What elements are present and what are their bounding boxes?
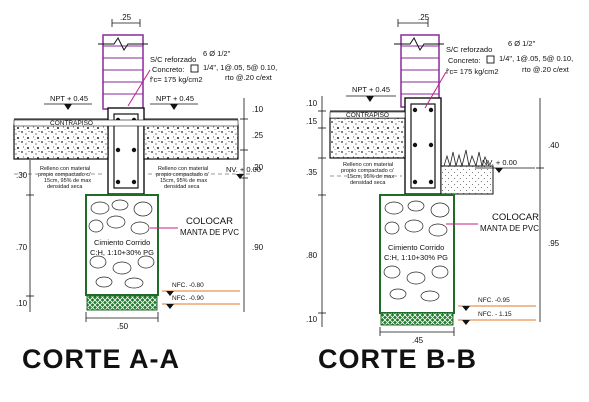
wall-width-dimension: .25	[120, 13, 132, 22]
strip-footing	[379, 194, 455, 326]
svg-text:Relleno con material: Relleno con material	[343, 162, 393, 168]
leader-line	[127, 69, 151, 107]
stirrup-spec: 1/4", 1@.05, 5@ 0.10,	[499, 54, 573, 63]
colocar-label: COLOCAR	[492, 212, 539, 223]
strip-footing	[85, 194, 159, 311]
level-marker-icon	[166, 291, 174, 296]
nfc1-label: NFC. -0.95	[478, 297, 510, 304]
svg-text:densidad seca: densidad seca	[47, 184, 83, 190]
stirrup-spacing: rto @.20 c/ext	[522, 65, 570, 74]
masonry-wall	[400, 34, 440, 108]
footing-width-dimension: .45	[412, 336, 424, 345]
masonry-wall	[102, 34, 144, 110]
footing-mix: C:H, 1:10+30% PG	[90, 248, 154, 257]
concrete-strength: f'c= 175 kg/cm2	[446, 67, 499, 76]
level-marker-icon	[366, 96, 374, 102]
svg-text:densidad seca: densidad seca	[350, 180, 386, 186]
stirrup-icon	[113, 113, 139, 189]
svg-text:.20: .20	[252, 163, 264, 172]
concrete-strength: f'c= 175 kg/cm2	[150, 75, 203, 84]
svg-text:.95: .95	[548, 239, 560, 248]
svg-text:.40: .40	[548, 141, 560, 150]
reinforcement-label: S/C reforzado	[446, 45, 492, 54]
section-a: .25 S/C reforzado 6 Ø 1/2" Concr	[13, 13, 277, 374]
contrapiso-label: CONTRAPISO	[50, 120, 93, 127]
section-title-a: CORTE A-A	[22, 344, 180, 374]
grass-icon	[443, 149, 490, 168]
reinforcement-label: S/C reforzado	[150, 55, 196, 64]
wall-width-dimension: .25	[418, 13, 430, 22]
nfc2-label: NFC. -0.90	[172, 295, 204, 302]
colocar-label: COLOCAR	[186, 216, 233, 227]
level-marker-icon	[64, 104, 72, 110]
stirrup-spacing: rto @.20 c/ext	[225, 73, 273, 82]
svg-text:.10: .10	[306, 99, 318, 108]
exterior-ground	[440, 165, 494, 195]
level-marker-icon	[236, 174, 244, 179]
npt-right-label: NPT + 0.45	[156, 94, 194, 103]
footing-name: Cimiento Corrido	[388, 243, 444, 252]
svg-text:15cm, 95% de max: 15cm, 95% de max	[347, 174, 394, 180]
svg-text:.10: .10	[306, 315, 318, 324]
section-cut-icon	[98, 37, 148, 51]
svg-text:.80: .80	[306, 251, 318, 260]
concrete-label: Concreto:	[448, 56, 481, 65]
svg-text:.90: .90	[252, 243, 264, 252]
stirrup-spec: 1/4", 1@.05, 5@ 0.10,	[203, 63, 277, 72]
reinforcement-bars: 6 Ø 1/2"	[508, 39, 536, 48]
section-title-b: CORTE B-B	[318, 344, 477, 374]
contrapiso-label: CONTRAPISO	[346, 112, 389, 119]
stirrup-icon	[410, 103, 436, 189]
reinforcement-bars: 6 Ø 1/2"	[203, 49, 231, 58]
concrete-label: Concreto:	[152, 65, 185, 74]
stirrup-icon	[190, 64, 199, 73]
level-marker-icon	[166, 304, 174, 309]
sobrecimiento	[404, 97, 442, 195]
svg-text:propio compactado c/: propio compactado c/	[156, 172, 209, 178]
level-marker-icon	[170, 104, 178, 110]
level-marker-icon	[462, 306, 470, 311]
level-marker-icon	[462, 320, 470, 325]
floor-slab-left	[13, 124, 109, 160]
footing-name: Cimiento Corrido	[94, 238, 150, 247]
manta-label: MANTA DE PVC	[480, 224, 539, 233]
svg-text:Relleno con material: Relleno con material	[158, 166, 208, 172]
nfc1-label: NFC. -0.80	[172, 282, 204, 289]
svg-text:.10: .10	[252, 105, 264, 114]
svg-text:.70: .70	[16, 243, 28, 252]
nfc2-label: NFC. - 1.15	[478, 311, 512, 318]
leader-line	[424, 71, 447, 109]
section-cut-icon	[394, 37, 444, 51]
svg-text:.10: .10	[16, 299, 28, 308]
floor-slab	[329, 117, 406, 159]
section-b: .25 S/C reforzado 6 Ø 1/2" Concreto: 1/4…	[306, 13, 573, 374]
svg-text:.30: .30	[16, 171, 28, 180]
stirrup-icon	[486, 55, 495, 64]
manta-label: MANTA DE PVC	[180, 228, 239, 237]
footing-width-dimension: .50	[117, 322, 129, 331]
fill-note-right: Relleno con material propio compactado c…	[156, 166, 209, 190]
floor-slab-right	[143, 124, 239, 160]
svg-text:15cm, 95% de max: 15cm, 95% de max	[44, 178, 91, 184]
fill-note: Relleno con material propio compactado c…	[341, 162, 394, 186]
svg-text:.15: .15	[306, 117, 318, 126]
svg-text:.25: .25	[252, 131, 264, 140]
footing-mix: C:H, 1:10+30% PG	[384, 253, 448, 262]
level-marker-icon	[495, 168, 503, 173]
fill-note-left: Relleno con material propio compactado c…	[38, 166, 91, 190]
svg-text:Relleno con material: Relleno con material	[40, 166, 90, 172]
nv-label: NV. + 0.00	[226, 165, 261, 174]
npt-left-label: NPT + 0.45	[50, 94, 88, 103]
npt-label: NPT + 0.45	[352, 85, 390, 94]
svg-text:.35: .35	[306, 168, 318, 177]
svg-text:propio compactado c/: propio compactado c/	[38, 172, 91, 178]
svg-text:densidad seca: densidad seca	[164, 184, 200, 190]
svg-text:propio compactado c/: propio compactado c/	[341, 168, 394, 174]
svg-text:15cm, 95% de max: 15cm, 95% de max	[160, 178, 207, 184]
nv-label: NV. + 0.00	[482, 158, 517, 167]
